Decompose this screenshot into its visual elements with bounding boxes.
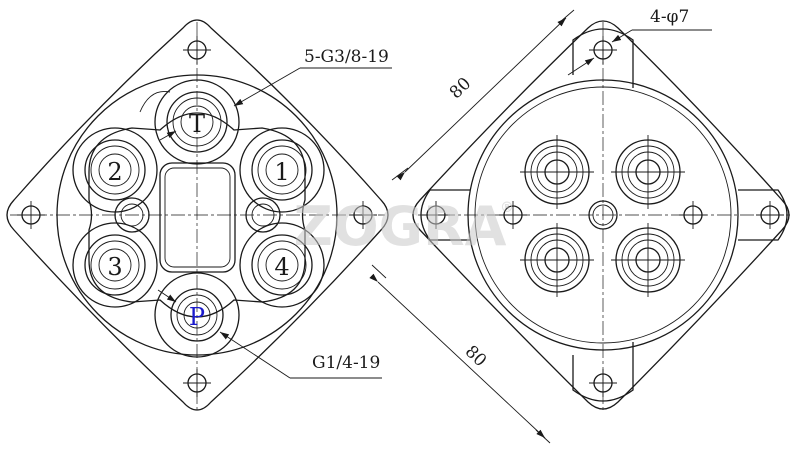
port-2: 2 [72,127,158,213]
port-3-label: 3 [107,253,122,281]
right-fitting-bottom-left [520,223,594,297]
right-mount-hole-right [756,201,784,229]
left-view: T 2 1 3 [6,19,392,411]
dimension-top-text: 80 [446,74,475,103]
right-outer-outline [412,20,790,410]
left-center-window-inner [164,167,231,268]
dimension-bottom-left: 80 [369,264,551,444]
left-lobed-body [88,112,306,318]
watermark-logo: ZOGRA [294,195,507,258]
left-side-bore-right [245,197,281,233]
right-side-hole-right [679,201,707,229]
left-outer-outline [6,19,389,411]
callout-bottom-thread: G1/4-19 [157,289,382,379]
port-3: 3 [72,222,158,308]
right-mount-hole-left [422,201,450,229]
callout-hole-diameter: 4-φ7 [567,7,712,76]
port-t: T [154,79,240,165]
callout-top-text: 5-G3/8-19 [304,47,389,67]
callout-top-thread: 5-G3/8-19 [159,47,392,141]
port-1-label: 1 [274,158,289,186]
port-4-label: 4 [274,253,289,281]
watermark-registered-mark: ® [500,200,514,216]
left-center-window [159,162,236,273]
callout-bottom-text: G1/4-19 [312,353,380,373]
right-mount-hole-top [589,36,617,64]
right-side-hole-left [499,201,527,229]
port-4: 4 [239,222,325,308]
right-fitting-top-left [520,135,594,209]
port-1: 1 [239,127,325,213]
right-center-bore [588,200,618,230]
right-fitting-top-right [611,135,685,209]
left-mount-hole-top [183,36,211,64]
right-mount-hole-bottom [589,369,617,397]
left-mount-hole-right [349,201,377,229]
port-2-label: 2 [107,158,122,186]
left-mount-hole-bottom [183,369,211,397]
dimension-bottom-text: 80 [461,342,490,371]
right-fitting-bottom-right [611,223,685,297]
left-mount-hole-left [17,201,45,229]
watermark: ZOGRA ® [294,195,514,258]
callout-hole-text: 4-φ7 [650,7,689,27]
port-p-label: P [189,303,205,331]
port-p: P [154,272,240,358]
left-body-bump [139,90,171,113]
port-t-label: T [189,110,205,138]
